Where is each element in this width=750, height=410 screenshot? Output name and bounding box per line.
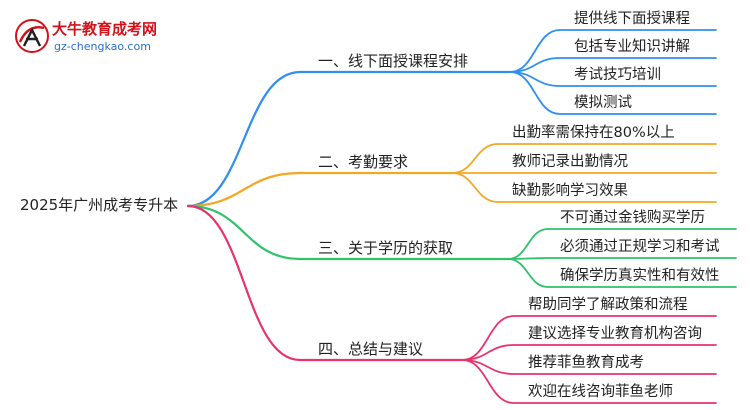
branch-2-connector: [186, 171, 454, 208]
branch-4-connector: [186, 204, 464, 362]
branch-1-leaf-1: 提供线下面授课程: [574, 11, 690, 27]
branch-3-label: 三、关于学历的获取: [318, 239, 454, 257]
branch-1-leaf-4-connector: [509, 71, 717, 115]
branch-3-leaf-2-connector: [507, 257, 737, 260]
logo-icon: [14, 18, 50, 58]
branch-4-leaf-1-connector: [461, 315, 717, 361]
branch-1-leaf-2-connector: [509, 57, 717, 73]
branch-3-leaf-2: 必须通过正规学习和考试: [560, 239, 720, 255]
logo-title: 大牛教育成考网: [52, 20, 158, 38]
branch-1-leaf-2: 包括专业知识讲解: [574, 39, 690, 55]
branch-4-leaf-2: 建议选择专业教育机构咨询: [528, 326, 702, 342]
branch-2-leaf-3: 缺勤影响学习效果: [512, 183, 628, 199]
branch-3-leaf-3: 确保学历真实性和有效性: [560, 268, 720, 284]
branch-4-leaf-4: 欢迎在线咨询菲鱼老师: [528, 384, 673, 400]
logo-url: gz-chengkao.com: [54, 40, 151, 53]
branch-3-leaf-1: 不可通过金钱购买学历: [560, 210, 705, 226]
branch-4-leaf-1: 帮助同学了解政策和流程: [528, 297, 688, 313]
branch-3-leaf-1-connector: [507, 228, 737, 260]
branch-2-leaf-1: 出勤率需保持在80%以上: [512, 125, 675, 141]
branch-1-connector: [186, 70, 512, 208]
branch-2-leaf-2: 教师记录出勤情况: [512, 154, 628, 170]
branch-2-label: 二、考勤要求: [318, 153, 409, 171]
branch-2-leaf-3-connector: [451, 172, 717, 203]
branch-3-connector: [186, 204, 510, 261]
branch-4-leaf-4-connector: [461, 359, 717, 404]
branch-1-leaf-3: 考试技巧培训: [574, 67, 661, 83]
branch-4-label: 四、总结与建议: [318, 340, 424, 358]
branch-3-leaf-3-connector: [507, 258, 737, 288]
branch-2-leaf-1-connector: [451, 143, 717, 174]
branch-4-leaf-2-connector: [461, 344, 717, 361]
branch-1-label: 一、线下面授课程安排: [318, 52, 469, 70]
branch-1-leaf-4: 模拟测试: [574, 95, 632, 111]
branch-4-leaf-3: 推荐菲鱼教育成考: [528, 355, 644, 371]
branch-4-leaf-3-connector: [461, 359, 717, 375]
branch-1-leaf-1-connector: [509, 29, 717, 73]
mindmap-root: 2025年广州成考专升本: [20, 196, 179, 214]
